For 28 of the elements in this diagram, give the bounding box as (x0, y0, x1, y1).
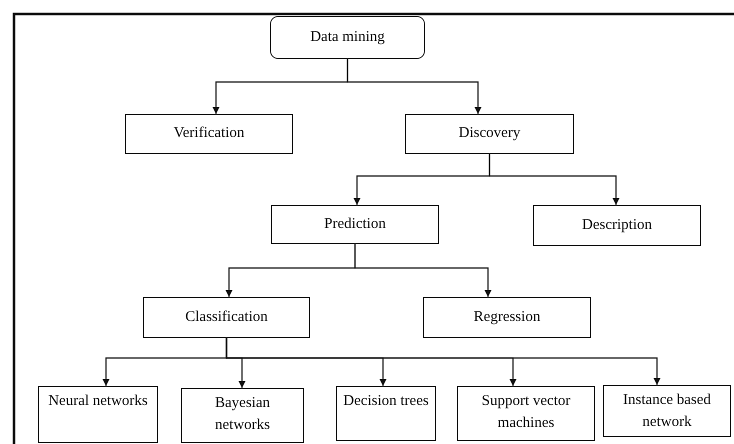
process-box (533, 205, 701, 246)
node-label: Discovery (458, 124, 520, 144)
process-box (405, 114, 574, 154)
node-label: Classification (185, 308, 268, 327)
node-label: Bayesian networks (214, 394, 271, 435)
process-box (423, 297, 591, 338)
arrow (354, 244, 492, 297)
arrow (346, 59, 482, 114)
arrow (488, 154, 620, 205)
node-label: Instance based network (622, 391, 712, 432)
process-box (457, 386, 595, 441)
node-label: Prediction (324, 214, 386, 234)
node-label: Regression (474, 308, 540, 327)
process-box (603, 385, 731, 437)
process-box (38, 386, 158, 443)
arrow (226, 338, 660, 385)
process-box (143, 297, 310, 338)
node-label: Description (582, 216, 652, 235)
node-label: Neural networks (48, 392, 148, 411)
process-box (125, 114, 293, 154)
node-label: Data mining (310, 28, 385, 47)
rounded-box (270, 16, 425, 59)
node-label: Support vector machines (480, 392, 572, 433)
node-label: Verification (174, 124, 244, 144)
process-box (181, 388, 304, 443)
process-box (336, 386, 436, 441)
node-label: Decision trees (343, 392, 429, 411)
process-box (271, 205, 439, 244)
